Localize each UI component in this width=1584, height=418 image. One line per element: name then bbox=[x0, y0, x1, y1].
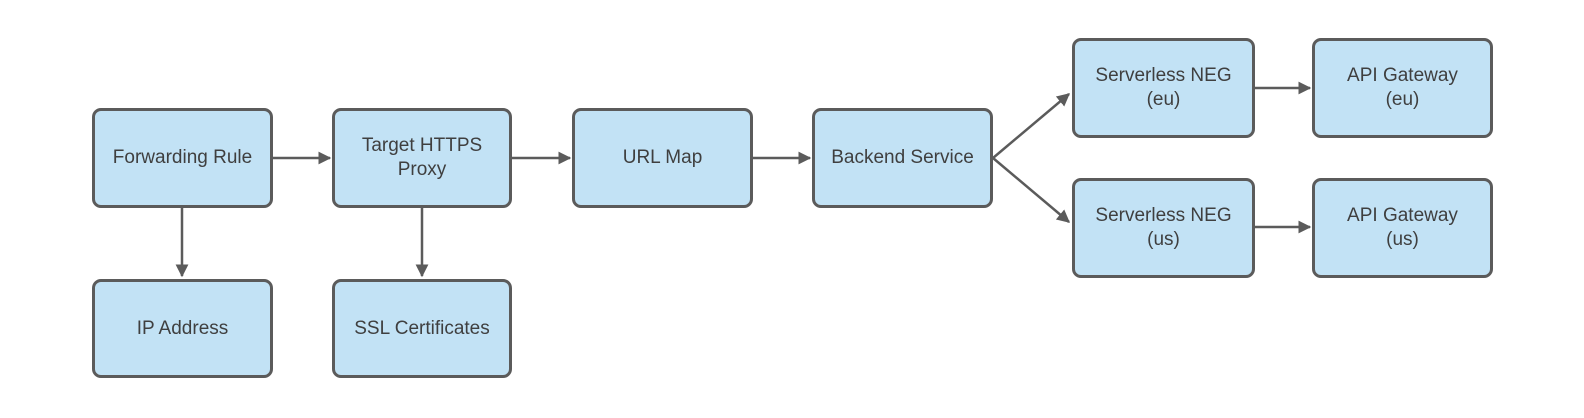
edge-backend-service-to-serverless-neg-us bbox=[992, 157, 1070, 223]
node-label-line: Backend Service bbox=[831, 147, 974, 168]
node-label-line: (eu) bbox=[1146, 89, 1181, 110]
node-label-line: Forwarding Rule bbox=[112, 147, 253, 168]
node-target-https-proxy: Target HTTPS Proxy bbox=[332, 108, 512, 208]
node-label-line: IP Address bbox=[136, 317, 229, 339]
node-label-line: Serverless NEG bbox=[1095, 205, 1232, 226]
node-serverless-neg-us: Serverless NEG (us) bbox=[1072, 178, 1255, 278]
node-label-line: SSL Certificates bbox=[354, 317, 490, 339]
node-api-gateway-eu: API Gateway (eu) bbox=[1312, 38, 1493, 138]
node-serverless-neg-eu: Serverless NEG (eu) bbox=[1072, 38, 1255, 138]
node-ip-address: IP Address bbox=[92, 279, 273, 378]
node-label-line: API Gateway bbox=[1347, 205, 1458, 226]
node-label-line: Serverless NEG bbox=[1095, 65, 1232, 86]
node-label-line: (us) bbox=[1386, 229, 1419, 250]
node-forwarding-rule: Forwarding Rule bbox=[92, 108, 273, 208]
node-label-line: (us) bbox=[1147, 229, 1180, 250]
node-label-line: API Gateway bbox=[1347, 65, 1458, 86]
node-label-line: Target HTTPS bbox=[361, 135, 483, 156]
node-api-gateway-us: API Gateway (us) bbox=[1312, 178, 1493, 278]
edge-backend-service-to-serverless-neg-eu bbox=[992, 93, 1070, 159]
node-url-map: URL Map bbox=[572, 108, 753, 208]
node-ssl-certificates: SSL Certificates bbox=[332, 279, 512, 378]
node-backend-service: Backend Service bbox=[812, 108, 993, 208]
node-label-line: URL Map bbox=[622, 147, 703, 168]
node-label-line: (eu) bbox=[1385, 89, 1420, 110]
node-label-line: Proxy bbox=[397, 159, 447, 180]
